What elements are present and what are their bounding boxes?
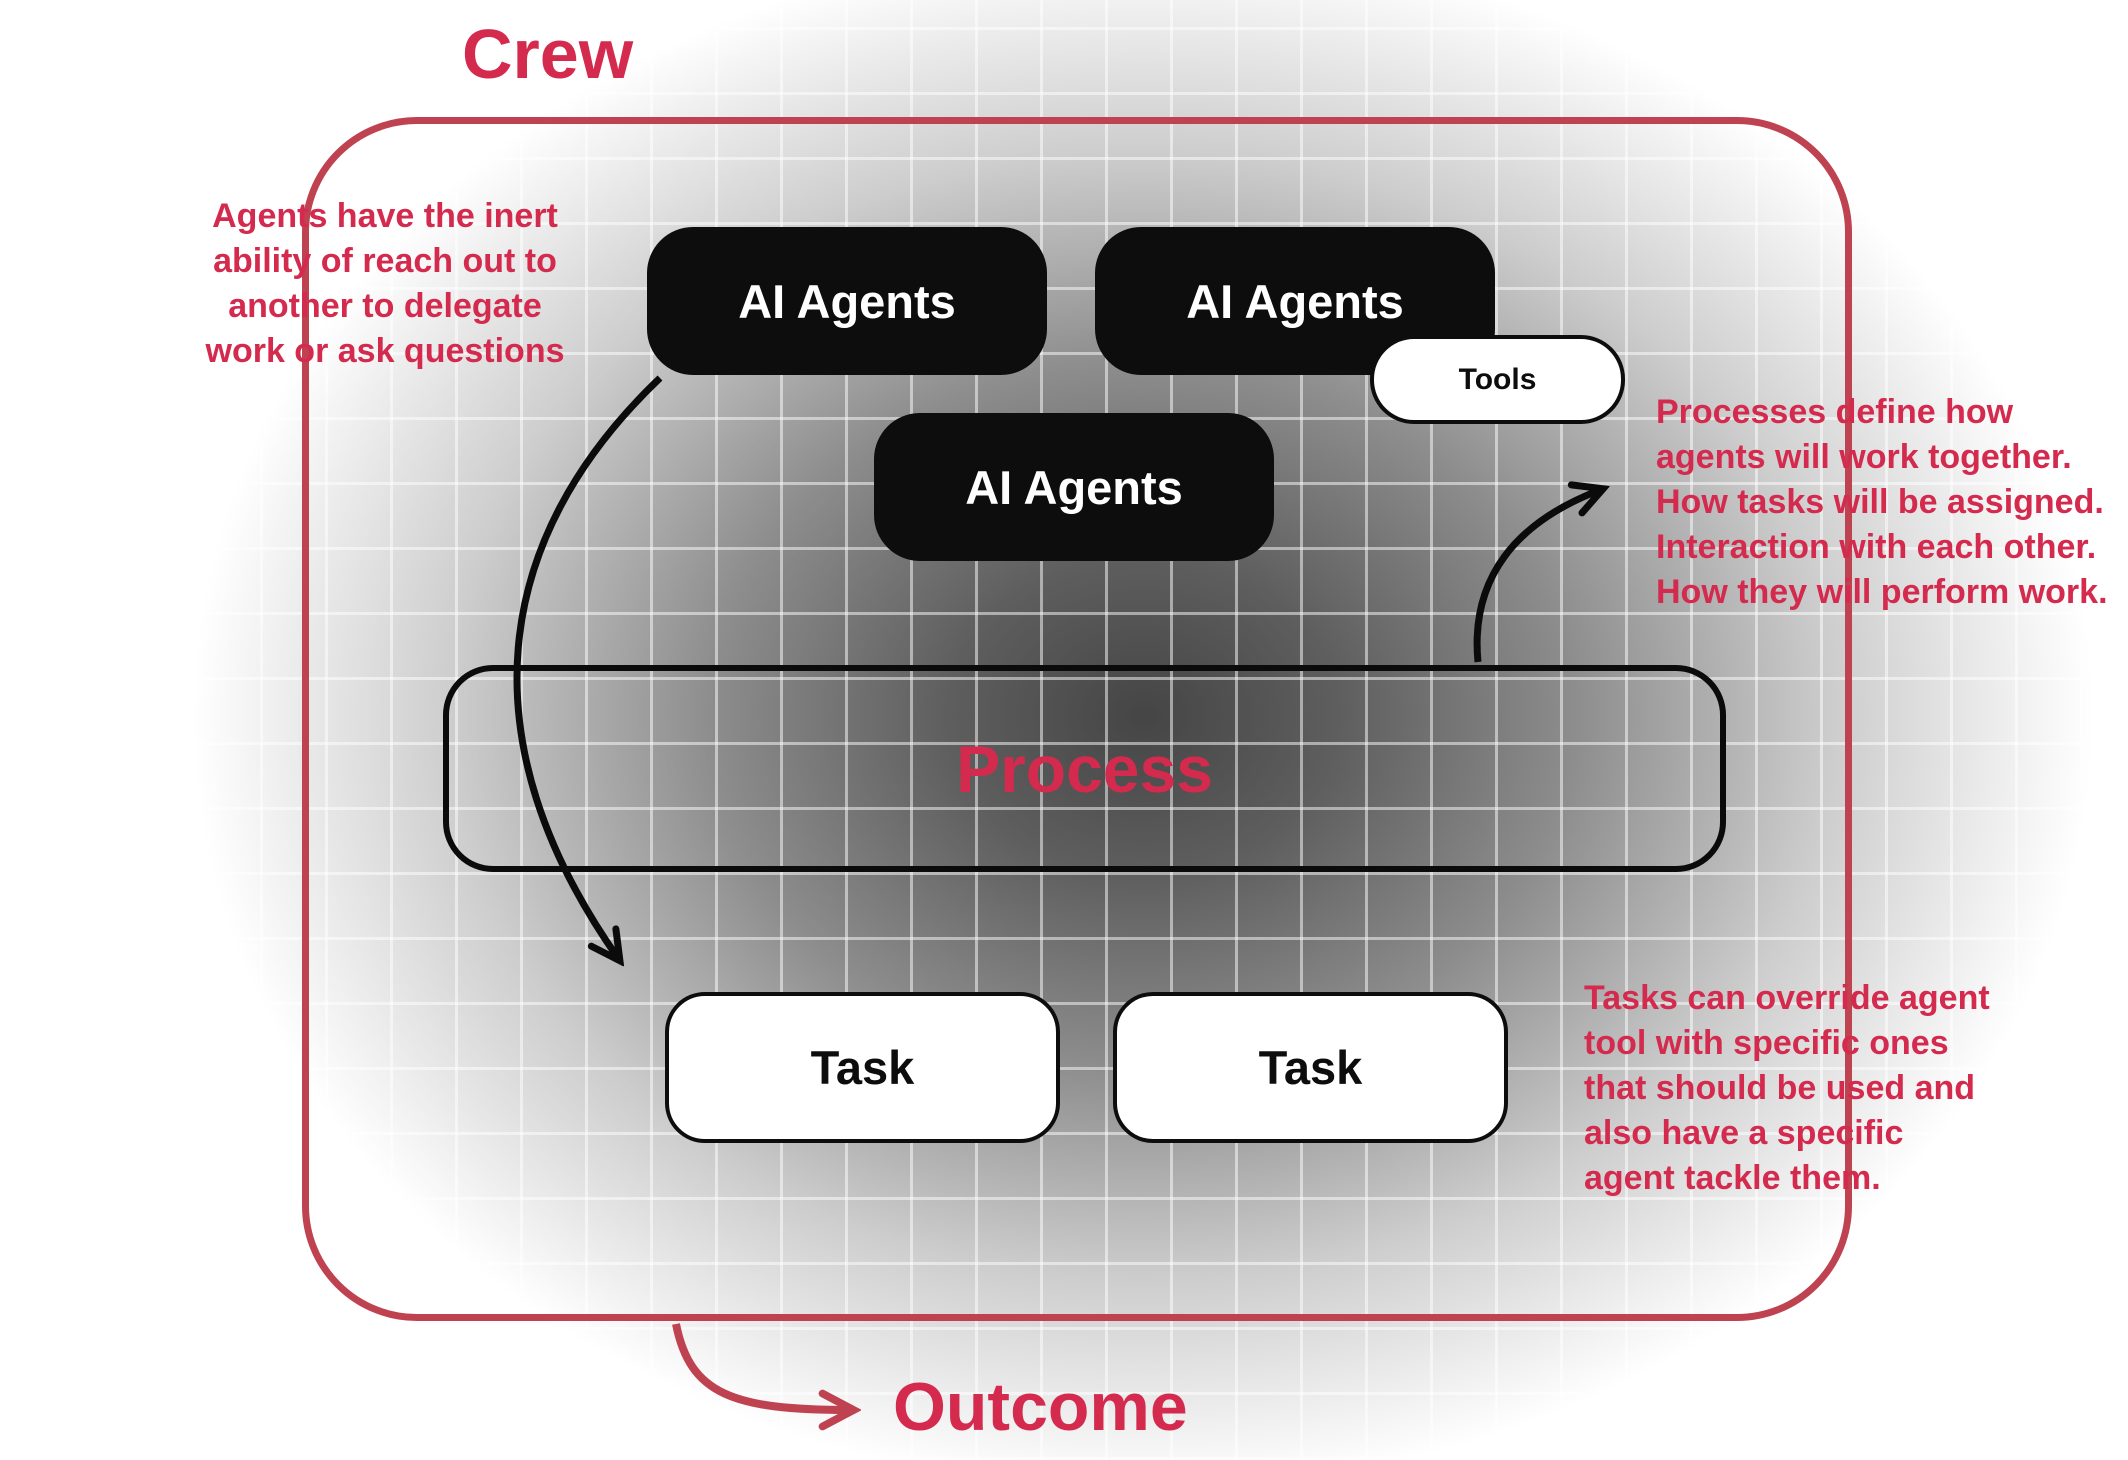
annotation-agents-delegation: Agents have the inert ability of reach o… [205, 197, 565, 370]
ai-agents-box-2: AI Agents [1095, 227, 1495, 375]
process-box: Process [443, 665, 1726, 872]
tools-box: Tools [1370, 335, 1625, 424]
task-box-1: Task [665, 992, 1060, 1143]
annotation-process-definition: Processes define how agents will work to… [1656, 393, 2108, 611]
crew-boundary-box [302, 117, 1852, 1321]
outcome-title: Outcome [893, 1369, 1188, 1445]
ai-agents-box-3: AI Agents [874, 413, 1274, 561]
crew-title: Crew [462, 15, 634, 93]
task-box-2: Task [1113, 992, 1508, 1143]
ai-agents-box-1: AI Agents [647, 227, 1047, 375]
annotation-task-override: Tasks can override agent tool with speci… [1584, 979, 1990, 1197]
